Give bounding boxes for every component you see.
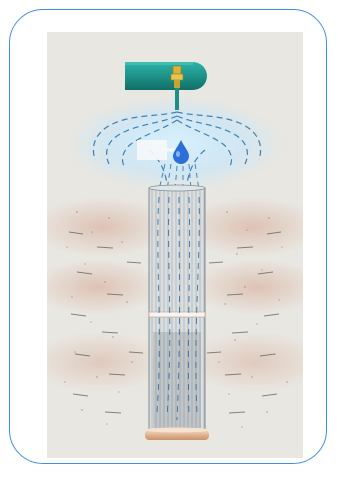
nozzle-plate — [137, 140, 167, 160]
well-base — [145, 428, 209, 441]
well-diagram — [47, 32, 303, 458]
vapor-glow — [65, 96, 285, 192]
gas-cylinder-icon — [125, 62, 207, 90]
diagram-panel — [47, 32, 303, 458]
